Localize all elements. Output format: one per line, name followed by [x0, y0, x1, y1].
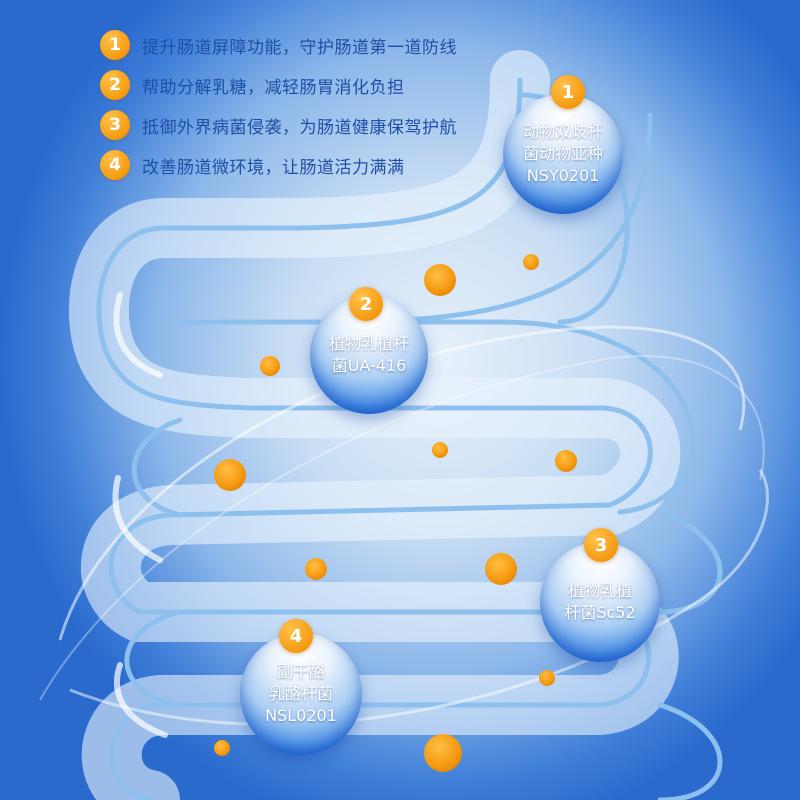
benefit-number-badge: 2	[100, 70, 130, 100]
orange-particle	[305, 558, 327, 580]
highlight-streak	[112, 475, 163, 563]
benefit-item: 3 抵御外界病菌侵袭，为肠道健康保驾护航	[100, 110, 457, 140]
benefit-text: 提升肠道屏障功能，守护肠道第一道防线	[142, 37, 457, 58]
orange-particle	[424, 264, 456, 296]
orange-particle	[260, 356, 280, 376]
light-ribbon	[58, 325, 746, 641]
strain-name: 动物双歧杆 菌动物亚种 NSY0201	[522, 122, 603, 185]
orange-particle	[523, 254, 539, 270]
orange-particle	[432, 442, 448, 458]
orange-particle	[214, 459, 246, 491]
benefit-number-badge: 4	[100, 150, 130, 180]
light-ribbon	[69, 469, 769, 726]
strain-name: 副干酪 乳酪杆菌 NSL0201	[265, 662, 337, 725]
intestine-inner-loop	[124, 92, 723, 800]
benefit-item: 1 提升肠道屏障功能，守护肠道第一道防线	[100, 30, 457, 60]
light-ribbon	[39, 355, 765, 701]
benefit-number-badge: 1	[100, 30, 130, 60]
benefit-item: 4 改善肠道微环境，让肠道活力满满	[100, 150, 457, 180]
orange-particle	[539, 670, 555, 686]
strain-number-badge: 3	[584, 528, 618, 562]
strain-number-badge: 2	[349, 287, 383, 321]
strain-bubble-3: 植物乳植 杆菌Sc52	[540, 542, 660, 662]
intestine-tube-edge	[96, 77, 653, 800]
benefit-list: 1 提升肠道屏障功能，守护肠道第一道防线 2 帮助分解乳糖，减轻肠胃消化负担 3…	[100, 30, 457, 190]
strain-bubble-1: 动物双歧杆 菌动物亚种 NSY0201	[503, 94, 623, 214]
orange-particle	[555, 450, 577, 472]
strain-name: 植物乳植杆 菌UA-416	[328, 334, 409, 375]
strain-bubble-4: 副干酪 乳酪杆菌 NSL0201	[240, 633, 362, 755]
orange-particle	[485, 553, 517, 585]
benefit-text: 抵御外界病菌侵袭，为肠道健康保驾护航	[142, 117, 457, 138]
orange-particle	[424, 734, 462, 772]
strain-name: 植物乳植 杆菌Sc52	[564, 581, 636, 622]
benefit-number-badge: 3	[100, 110, 130, 140]
strain-number-badge: 4	[279, 619, 313, 653]
highlight-streak	[113, 292, 163, 378]
benefit-text: 改善肠道微环境，让肠道活力满满	[142, 157, 405, 178]
orange-particle	[214, 740, 230, 756]
benefit-item: 2 帮助分解乳糖，减轻肠胃消化负担	[100, 70, 457, 100]
strain-number-badge: 1	[551, 75, 585, 109]
benefit-text: 帮助分解乳糖，减轻肠胃消化负担	[142, 77, 405, 98]
